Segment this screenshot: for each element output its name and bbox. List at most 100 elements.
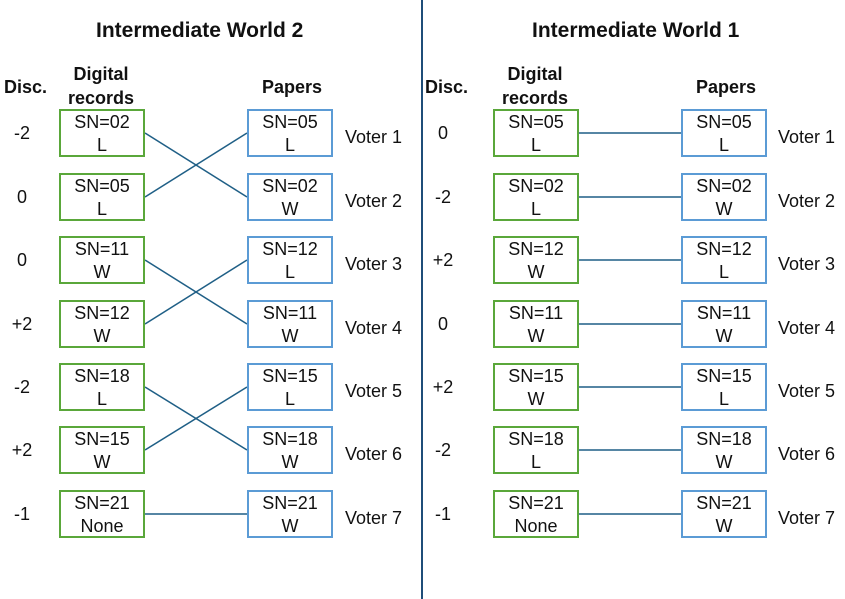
header-papers: Papers [261,77,323,97]
voter-label: Voter 4 [778,318,836,338]
paper-serial: SN=12 [696,239,752,259]
digital-vote: L [530,199,541,219]
panel-title: Intermediate World 2 [96,19,304,42]
header-digital-records: Digital records [501,64,569,108]
paper-vote: W [281,516,299,536]
digital-vote: L [530,135,541,155]
digital-vote: W [527,326,545,346]
paper-vote: L [718,262,729,282]
digital-vote: None [80,516,124,536]
header-digital-records: Digital records [67,64,135,108]
paper-serial: SN=05 [696,112,752,132]
digital-vote: W [93,326,111,346]
disc-value: -1 [13,504,30,524]
voter-label: Voter 5 [345,381,403,401]
panel-divider [421,0,423,599]
paper-vote: L [718,135,729,155]
paper-serial: SN=11 [696,303,752,323]
digital-vote: W [93,452,111,472]
panel-title: Intermediate World 1 [532,19,740,42]
paper-vote: W [281,452,299,472]
digital-serial: SN=05 [508,112,564,132]
digital-serial: SN=18 [74,366,130,386]
digital-vote: None [514,516,558,536]
disc-value: -2 [434,440,451,460]
panel-intermediate-world-2: Intermediate World 2 Disc. Digital records… [0,0,422,599]
paper-vote: W [715,452,733,472]
voter-label: Voter 1 [345,127,403,147]
disc-value: 0 [16,187,27,207]
paper-vote: W [281,199,299,219]
digital-vote: W [93,262,111,282]
voter-label: Voter 2 [345,191,403,211]
voter-label: Voter 6 [778,444,836,464]
digital-serial: SN=11 [74,239,130,259]
voter-label: Voter 7 [778,508,836,528]
paper-serial: SN=18 [696,429,752,449]
voter-label: Voter 1 [778,127,836,147]
disc-value: 0 [16,250,27,270]
disc-value: -2 [13,377,30,397]
header-disc: Disc. [4,77,48,97]
digital-vote: W [527,389,545,409]
paper-serial: SN=11 [262,303,318,323]
disc-value: -2 [434,187,451,207]
paper-vote: L [284,389,295,409]
paper-vote: W [715,199,733,219]
paper-vote: W [715,326,733,346]
paper-vote: L [284,262,295,282]
paper-serial: SN=21 [262,493,318,513]
digital-vote: W [527,262,545,282]
digital-vote: L [96,135,107,155]
digital-serial: SN=05 [74,176,130,196]
disc-value: +2 [432,377,454,397]
paper-serial: SN=12 [262,239,318,259]
header-papers: Papers [695,77,757,97]
voter-label: Voter 6 [345,444,403,464]
paper-vote: L [718,389,729,409]
digital-vote: L [96,389,107,409]
disc-value: 0 [437,314,448,334]
disc-value: +2 [432,250,454,270]
digital-serial: SN=02 [508,176,564,196]
link-lines [579,132,681,515]
paper-serial: SN=15 [262,366,318,386]
disc-value: 0 [437,123,448,143]
digital-serial: SN=15 [508,366,564,386]
voter-label: Voter 5 [778,381,836,401]
paper-serial: SN=05 [262,112,318,132]
paper-serial: SN=18 [262,429,318,449]
digital-serial: SN=02 [74,112,130,132]
voter-label: Voter 3 [778,254,836,274]
digital-vote: L [96,199,107,219]
link-line [144,259,248,325]
paper-serial: SN=15 [696,366,752,386]
paper-serial: SN=21 [696,493,752,513]
digital-serial: SN=21 [508,493,564,513]
header-disc: Disc. [425,77,469,97]
voter-label: Voter 3 [345,254,403,274]
